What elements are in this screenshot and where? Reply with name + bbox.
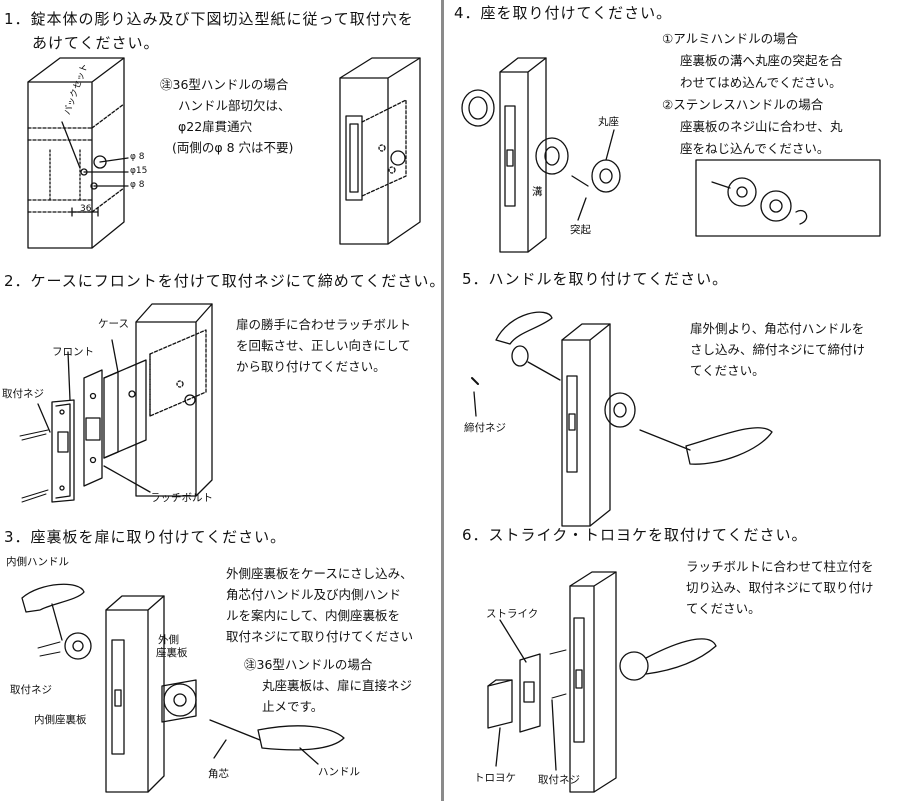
label-handle: ハンドル bbox=[318, 766, 360, 778]
label-mounting-screw-2: 取付ネジ bbox=[2, 388, 44, 400]
rose-install-diagram bbox=[462, 58, 880, 252]
label-case: ケース bbox=[98, 318, 129, 330]
note-backplate-install: 外側座裏板をケースにさし込み、 角芯付ハンドル及び内側ハンド ルを案内にして、内… bbox=[226, 566, 414, 644]
label-mounting-screw-3: 取付ネジ bbox=[10, 684, 52, 696]
step-6-heading: 6．ストライク・トロヨケを取付けてください。 bbox=[462, 526, 808, 544]
label-set-screw: 締付ネジ bbox=[464, 422, 506, 434]
label-rose: 丸座 bbox=[598, 116, 619, 128]
label-dia-8-top: φ 8 bbox=[130, 152, 145, 162]
step-5-heading: 5．ハンドルを取り付けてください。 bbox=[462, 270, 729, 288]
label-outer-backplate-2: 座裏板 bbox=[156, 647, 188, 659]
column-divider bbox=[441, 0, 444, 801]
step-1-heading-cont: あけてください。 bbox=[32, 34, 160, 52]
step-2-heading: 2．ケースにフロントを付けて取付ネジにて締めてください。 bbox=[4, 272, 446, 290]
strike-install-diagram bbox=[488, 572, 716, 792]
mortise-pocket-diagram bbox=[340, 58, 420, 244]
door-drilling-diagram bbox=[28, 58, 128, 248]
case-front-diagram bbox=[20, 304, 212, 502]
label-protrusion: 突起 bbox=[570, 224, 591, 236]
label-groove: 溝 bbox=[532, 186, 543, 198]
note-rose-types: ①アルミハンドルの場合 座裏板の溝へ丸座の突起を合 わせてはめ込んでください。 … bbox=[662, 31, 843, 156]
step-3-heading: 3．座裏板を扉に取り付けてください。 bbox=[4, 528, 287, 546]
label-dia-8-bottom: φ 8 bbox=[130, 180, 145, 190]
label-strike: ストライク bbox=[486, 608, 539, 620]
label-latch-bolt: ラッチボルト bbox=[150, 492, 213, 504]
note-36-type-cutout: ㊟36型ハンドルの場合 ハンドル部切欠は、 φ22扉貫通穴 (両側のφ 8 穴は… bbox=[160, 77, 294, 155]
label-dim-36: 36 bbox=[80, 204, 92, 214]
handle-install-diagram bbox=[472, 312, 772, 526]
backplate-diagram bbox=[22, 584, 344, 792]
label-dia-15: φ15 bbox=[130, 166, 148, 176]
label-outer-backplate-1: 外側 bbox=[158, 634, 179, 646]
label-guard: トロヨケ bbox=[474, 772, 516, 784]
label-inner-backplate: 内側座裏板 bbox=[34, 714, 87, 726]
label-front: フロント bbox=[52, 346, 94, 358]
label-inner-handle: 内側ハンドル bbox=[6, 556, 69, 568]
step-1-heading: 1．錠本体の彫り込み及び下図切込型紙に従って取付穴を bbox=[4, 10, 414, 28]
note-handle-install: 扉外側より、角芯付ハンドルを さし込み、締付ネジにて締付け てください。 bbox=[690, 321, 866, 378]
note-latch-orientation: 扉の勝手に合わせラッチボルト を回転させ、正しい向きにして から取り付けてくださ… bbox=[236, 317, 412, 374]
label-spindle: 角芯 bbox=[208, 768, 229, 780]
label-mounting-screw-6: 取付ネジ bbox=[538, 774, 580, 786]
note-36-type-rose: ㊟36型ハンドルの場合 丸座裏板は、扉に直接ネジ 止メです。 bbox=[244, 657, 413, 714]
note-strike-install: ラッチボルトに合わせて柱立付を 切り込み、取付ネジにて取り付け てください。 bbox=[686, 559, 874, 616]
step-4-heading: 4．座を取り付けてください。 bbox=[454, 4, 673, 22]
